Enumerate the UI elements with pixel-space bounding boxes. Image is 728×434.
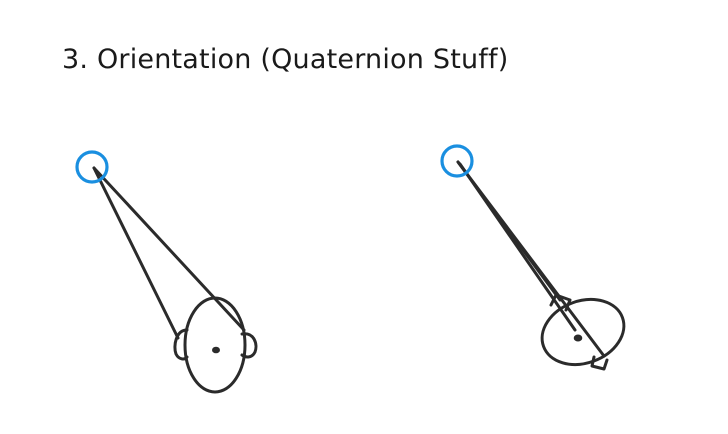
joint-marker-icon [440,144,474,178]
eye-dot [573,334,583,342]
eye-dot [212,346,220,354]
upper-ear [549,293,572,312]
slide-title: 3. Orientation (Quaternion Stuff) [62,44,509,75]
left-ear [173,328,189,361]
view-line-inner [458,162,577,332]
head-front-view [75,150,258,394]
joint-marker-icon [75,150,109,184]
lower-ear [590,355,609,371]
right-ear [240,332,258,359]
view-line-left [92,166,180,340]
head-outline [540,298,626,366]
head-tilted-view [440,144,626,371]
view-line-right [92,166,246,332]
head-outline [183,296,247,394]
